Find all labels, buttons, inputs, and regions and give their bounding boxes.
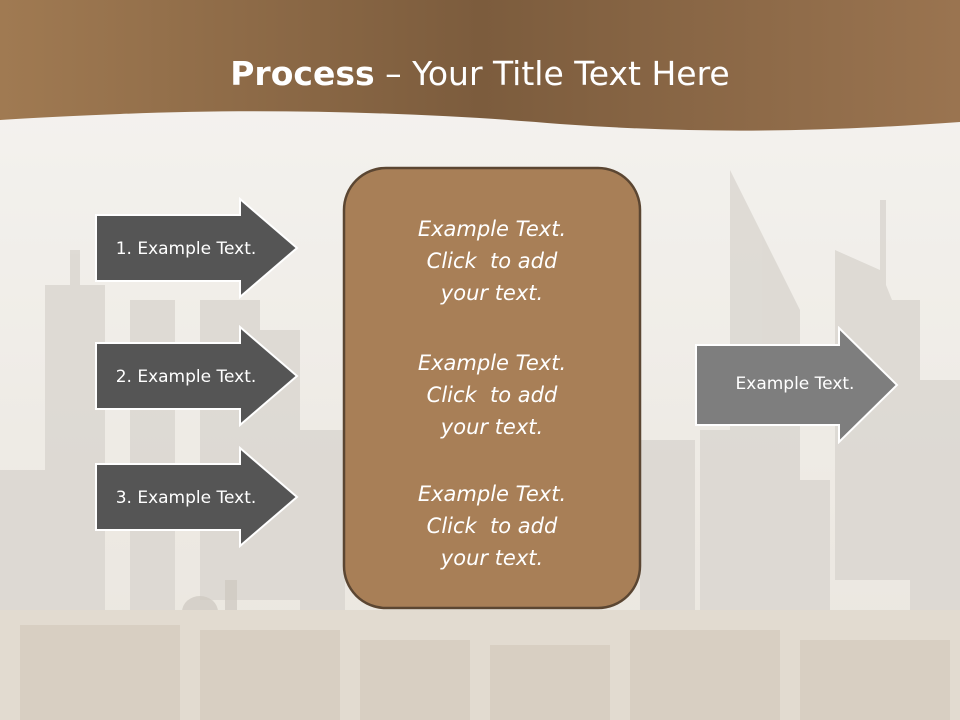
title-dash: – <box>374 54 413 93</box>
center-panel <box>342 166 642 610</box>
process-arrow-1 <box>95 197 299 299</box>
panel-line: Click to add <box>426 249 558 273</box>
panel-line: Click to add <box>426 383 558 407</box>
panel-paragraph-3: Example Text. Click to add your text. <box>345 478 639 574</box>
output-arrow-label: Example Text. <box>735 374 855 394</box>
arrow-label-1: 1. Example Text. <box>115 239 257 259</box>
title-rest: Your Title Text Here <box>412 54 730 93</box>
process-arrow-2 <box>95 325 299 427</box>
slide-title: Process – Your Title Text Here <box>0 52 960 96</box>
panel-line: Example Text. <box>417 351 567 375</box>
title-bold: Process <box>230 54 375 93</box>
panel-line: Example Text. <box>417 217 567 241</box>
arrow-label-3: 3. Example Text. <box>115 488 257 508</box>
panel-line: your text. <box>440 546 544 570</box>
panel-line: your text. <box>440 415 544 439</box>
panel-line: Example Text. <box>417 482 567 506</box>
process-arrow-3 <box>95 446 299 548</box>
header-band <box>0 0 960 131</box>
output-arrow <box>695 326 899 444</box>
panel-line: Click to add <box>426 514 558 538</box>
panel-paragraph-1: Example Text. Click to add your text. <box>345 213 639 309</box>
panel-line: your text. <box>440 281 544 305</box>
arrow-label-2: 2. Example Text. <box>115 367 257 387</box>
panel-paragraph-2: Example Text. Click to add your text. <box>345 347 639 443</box>
